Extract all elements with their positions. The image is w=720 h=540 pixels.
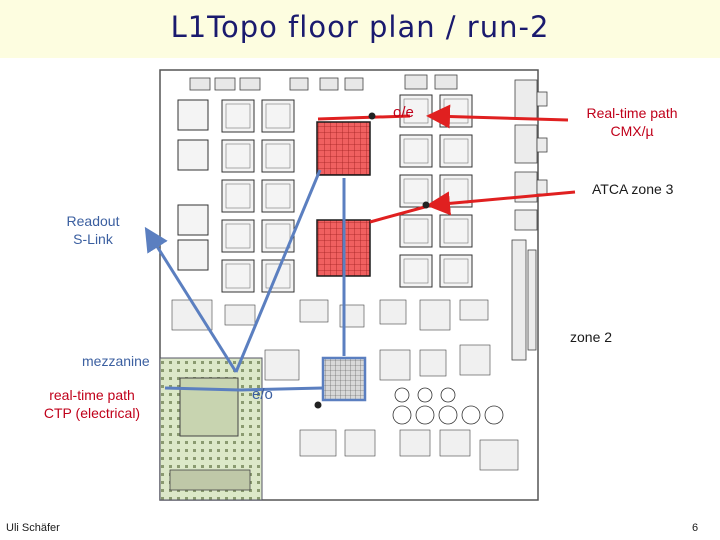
realtime-ctp-line2: CTP (electrical) <box>43 405 141 421</box>
readout-label: Readout S-Link <box>58 212 128 248</box>
mezzanine-label: mezzanine <box>82 353 150 369</box>
title-bar <box>0 0 720 58</box>
realtime-cmx-line2: CMX/µ <box>610 123 654 139</box>
zone2-label: zone 2 <box>570 329 613 345</box>
eo-transceiver <box>321 356 367 402</box>
small-components <box>171 299 519 471</box>
footer-author: Uli Schäfer <box>6 522 60 534</box>
capacitors <box>392 387 504 425</box>
oe-label: o/e <box>393 104 414 121</box>
footer-page-number: 6 <box>692 522 699 534</box>
readout-line1: Readout <box>66 213 120 229</box>
page-title: L1Topo floor plan / run-2 <box>170 10 550 44</box>
readout-arrows <box>144 169 346 392</box>
eo-label: e/o <box>252 386 273 403</box>
readout-line2: S-Link <box>73 231 113 247</box>
realtime-cmx-line1: Real-time path <box>586 105 678 121</box>
top-connectors <box>189 74 458 91</box>
realtime-ctp-label: real-time path CTP (electrical) <box>28 386 156 422</box>
left-fpga-column <box>177 99 295 293</box>
realtime-cmx-arrows <box>317 104 576 224</box>
zone2-connectors <box>511 239 537 361</box>
atca-zone3-label: ATCA zone 3 <box>592 181 674 197</box>
realtime-ctp-line1: real-time path <box>49 387 135 403</box>
fpga-upper <box>316 121 371 176</box>
realtime-cmx-label: Real-time path CMX/µ <box>572 104 692 140</box>
zone3-connectors <box>514 79 548 231</box>
